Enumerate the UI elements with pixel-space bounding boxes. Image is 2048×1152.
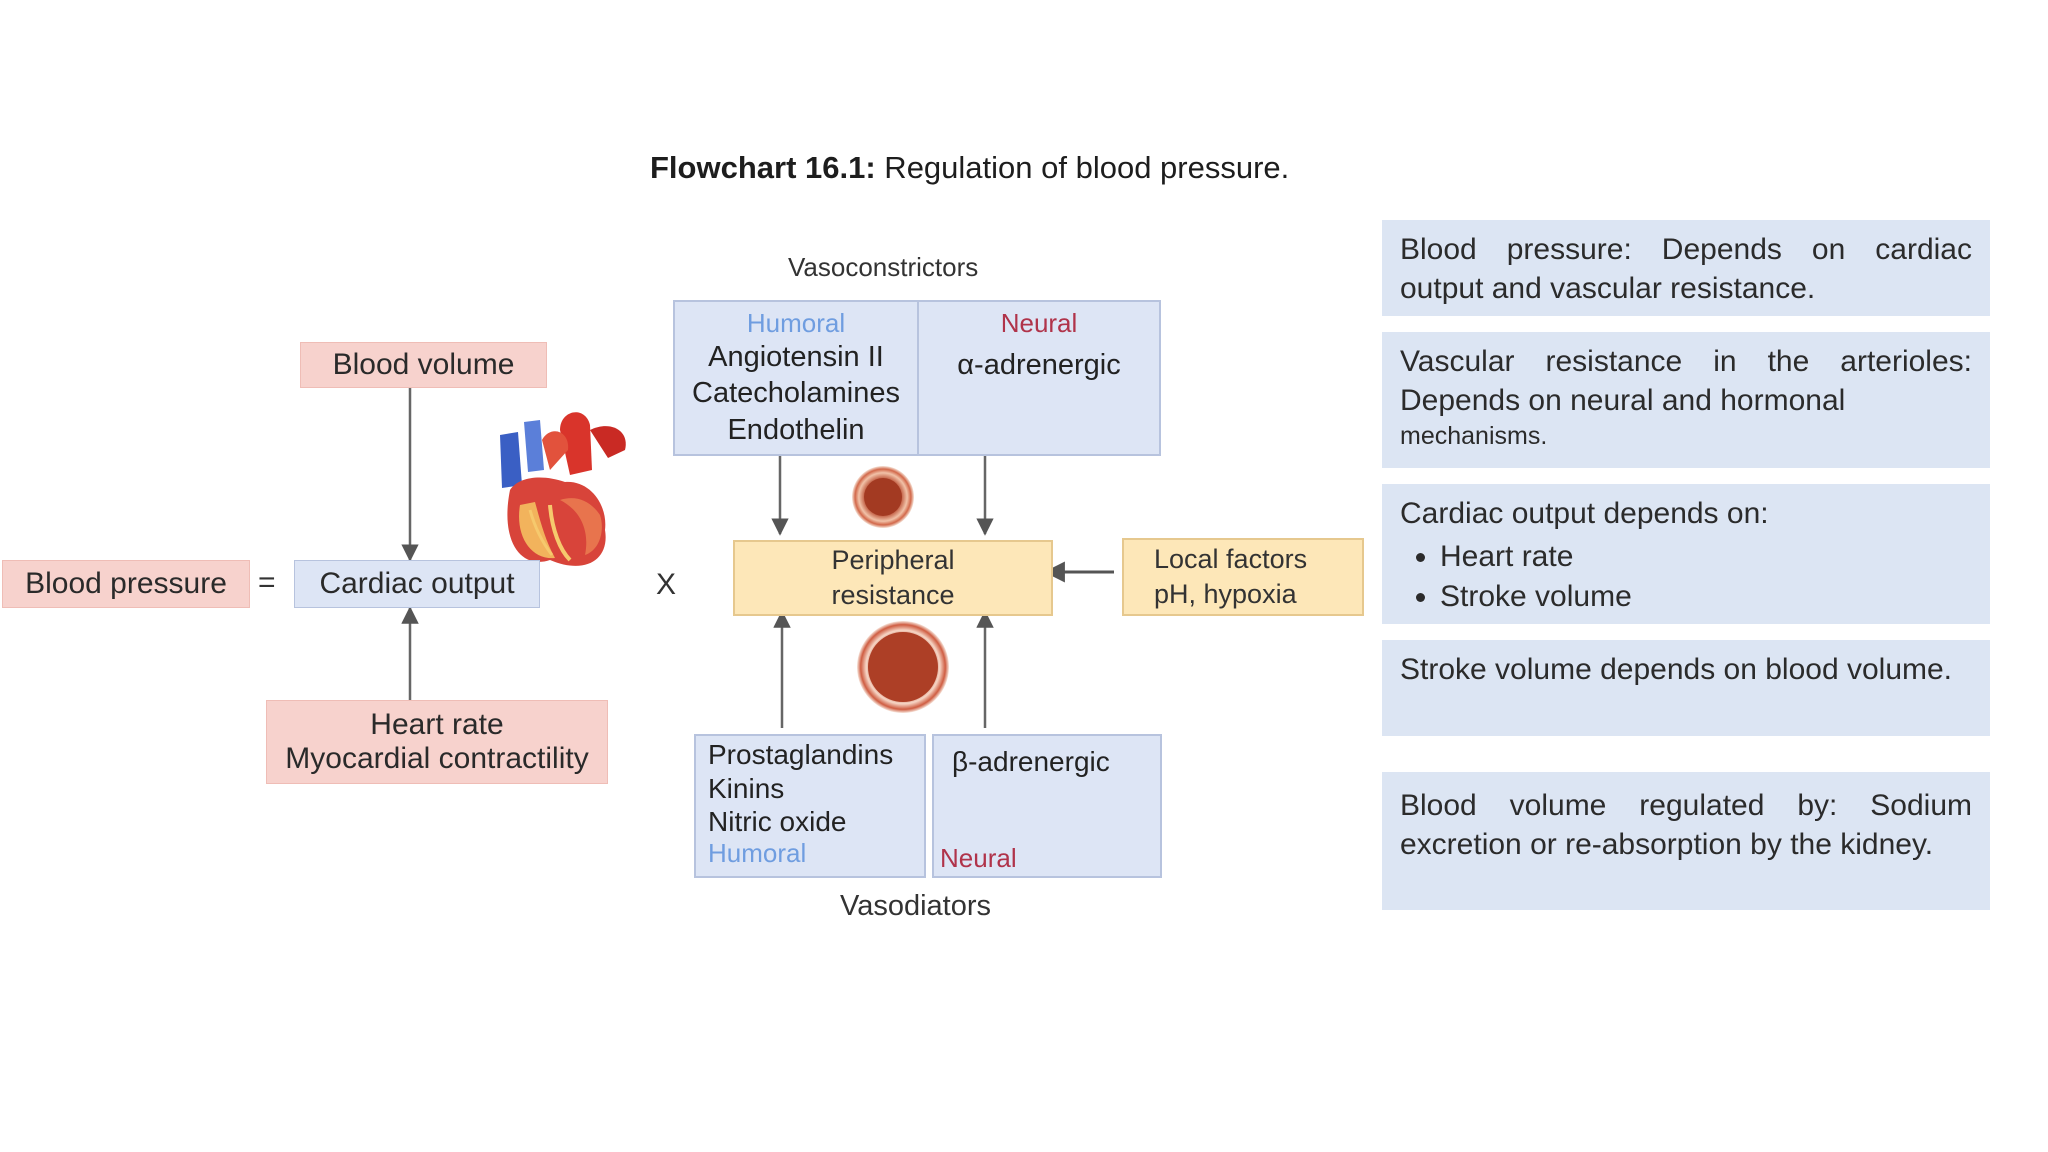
vasodilators-neural-box: β-adrenergic Neural	[932, 734, 1162, 878]
vasoconstrictors-label: Vasoconstrictors	[788, 252, 979, 282]
humoral-dilators-heading: Humoral	[708, 837, 807, 868]
cardiac-output-label: Cardiac output	[319, 567, 515, 600]
neural-dilators-heading: Neural	[940, 843, 1017, 873]
local-factors-label: Local factors	[1154, 543, 1308, 574]
humoral-constrictors-panel: Humoral Angiotensin II Catecholamines En…	[675, 302, 919, 454]
humoral-constrictors-heading: Humoral	[746, 308, 846, 338]
ph-hypoxia-label: pH, hypoxia	[1154, 579, 1297, 609]
dilated-vessel-icon	[857, 621, 949, 713]
neural-constrictors-panel: Neural α-adrenergic	[919, 302, 1159, 454]
note-stroke-volume-text: Stroke volume depends on blood volume.	[1400, 653, 1953, 686]
heart-rate-label: Heart rate	[370, 707, 504, 741]
note-cardiac-output-list: Heart rate Stroke volume	[1400, 537, 1972, 616]
multiply-sign: X	[656, 568, 677, 601]
equals-sign: =	[258, 566, 276, 599]
figure-title: Flowchart 16.1: Regulation of blood pres…	[650, 150, 1289, 186]
blood-volume-box: Blood volume	[300, 342, 547, 388]
endothelin-label: Endothelin	[727, 413, 865, 446]
local-factors-box: Local factors pH, hypoxia	[1122, 538, 1364, 616]
peripheral-label: Peripheral	[831, 544, 955, 575]
heart-icon	[500, 412, 626, 566]
nitric-oxide-label: Nitric oxide	[708, 806, 847, 838]
catecholamines-label: Catecholamines	[692, 377, 900, 410]
myocardial-contractility-label: Myocardial contractility	[285, 742, 589, 775]
vasodilators-humoral-box: Prostaglandins Kinins Nitric oxide Humor…	[694, 734, 926, 878]
vasoconstrictors-box: Humoral Angiotensin II Catecholamines En…	[673, 300, 1161, 456]
note-vascular-resistance-end: mechanisms.	[1400, 422, 1548, 450]
constricted-vessel-icon	[852, 466, 914, 528]
blood-pressure-label: Blood pressure	[25, 567, 227, 600]
figure-title-text: Regulation of blood pressure.	[875, 150, 1290, 185]
beta-adrenergic-label: β-adrenergic	[952, 746, 1110, 777]
note-cardiac-output-item: Stroke volume	[1440, 577, 1972, 617]
alpha-adrenergic-label: α-adrenergic	[957, 349, 1121, 381]
note-blood-volume: Blood volume regulated by: Sodium excret…	[1382, 772, 1990, 910]
note-blood-pressure-text: Blood pressure: Depends on cardiac outpu…	[1400, 233, 1972, 305]
heart-rate-box: Heart rate Myocardial contractility	[266, 700, 608, 784]
note-blood-pressure: Blood pressure: Depends on cardiac outpu…	[1382, 220, 1990, 316]
note-cardiac-output: Cardiac output depends on: Heart rate St…	[1382, 484, 1990, 624]
vasodilators-label: Vasodiators	[840, 890, 991, 922]
blood-volume-label: Blood volume	[332, 348, 515, 381]
note-blood-volume-text: Blood volume regulated by: Sodium excret…	[1400, 789, 1972, 861]
kinins-label: Kinins	[708, 772, 785, 804]
angiotensin-label: Angiotensin II	[708, 341, 884, 373]
blood-pressure-box: Blood pressure	[2, 560, 250, 608]
note-cardiac-output-item: Heart rate	[1440, 537, 1972, 577]
cardiac-output-box: Cardiac output	[294, 560, 540, 608]
note-vascular-resistance: Vascular resistance in the arterioles: D…	[1382, 332, 1990, 468]
resistance-label: resistance	[831, 580, 955, 610]
peripheral-resistance-box: Peripheral resistance	[733, 540, 1053, 616]
note-cardiac-output-heading: Cardiac output depends on:	[1400, 497, 1769, 530]
prostaglandins-label: Prostaglandins	[708, 739, 894, 770]
figure-title-label: Flowchart 16.1:	[650, 150, 876, 185]
note-stroke-volume: Stroke volume depends on blood volume.	[1382, 640, 1990, 736]
note-vascular-resistance-text: Vascular resistance in the arterioles: D…	[1400, 345, 1972, 417]
neural-constrictors-heading: Neural	[1000, 308, 1078, 338]
